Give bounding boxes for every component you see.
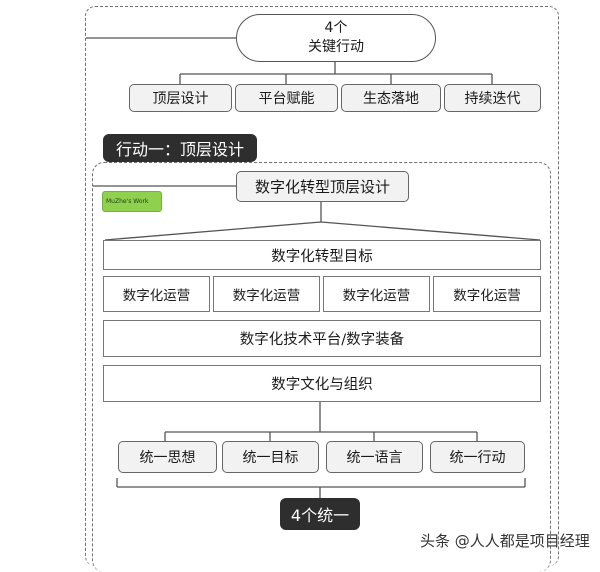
unify-action-box: 统一行动 [430, 441, 525, 473]
four-unify-label: 4个统一 [280, 498, 360, 530]
action-label: 顶层设计 [152, 91, 209, 107]
watermark-badge: MuZhe's Work [102, 191, 162, 212]
platform-label: 数字化技术平台/数字装备 [239, 332, 405, 348]
outer-dashed-frame [85, 6, 559, 566]
unify-label: 统一思想 [139, 450, 196, 466]
unify-thinking-box: 统一思想 [118, 441, 217, 473]
action-top-level-design: 顶层设计 [129, 84, 232, 112]
action-platform-enablement: 平台赋能 [235, 84, 338, 112]
unify-label: 统一语言 [346, 450, 403, 466]
digital-transformation-top-design-node: 数字化转型顶层设计 [236, 171, 409, 202]
four-unify-text: 4个统一 [290, 506, 350, 525]
source-credit: 头条 @人人都是项目经理 [420, 530, 590, 551]
culture-label: 数字文化与组织 [271, 377, 373, 393]
action-label: 平台赋能 [258, 91, 315, 107]
unify-language-box: 统一语言 [326, 441, 423, 473]
ops-label: 数字化运营 [453, 288, 521, 304]
ops-cell: 数字化运营 [103, 276, 210, 312]
ops-label: 数字化运营 [232, 288, 301, 304]
action-label: 持续迭代 [464, 91, 521, 107]
tech-platform-row: 数字化技术平台/数字装备 [103, 320, 541, 357]
unify-goal-box: 统一目标 [222, 441, 319, 473]
unify-label: 统一行动 [449, 450, 506, 466]
action-ecosystem-landing: 生态落地 [341, 84, 441, 112]
action-continuous-iteration: 持续迭代 [444, 84, 541, 112]
ops-label: 数字化运营 [122, 288, 191, 304]
ops-cell: 数字化运营 [323, 276, 430, 312]
key-actions-count: 4个 [324, 20, 348, 36]
watermark-text: MuZhe's Work [106, 198, 149, 205]
ops-cell: 数字化运营 [433, 276, 541, 312]
key-actions-node: 4个 关键行动 [236, 14, 436, 62]
connector-lines [86, 37, 541, 498]
key-actions-title: 关键行动 [308, 39, 364, 55]
sub-node-label: 数字化转型顶层设计 [254, 178, 390, 196]
inner-dashed-frame [92, 162, 551, 572]
culture-organization-row: 数字文化与组织 [103, 365, 541, 402]
ops-cell: 数字化运营 [213, 276, 320, 312]
transformation-goal-row: 数字化转型目标 [103, 240, 541, 270]
action-label: 生态落地 [363, 91, 419, 107]
credit-text: 头条 @人人都是项目经理 [420, 532, 590, 550]
ops-label: 数字化运营 [342, 288, 411, 304]
section-label-text: 行动一：顶层设计 [115, 140, 244, 159]
goal-label: 数字化转型目标 [271, 248, 373, 265]
unify-label: 统一目标 [242, 450, 299, 466]
section-label-action-one: 行动一：顶层设计 [103, 134, 257, 162]
